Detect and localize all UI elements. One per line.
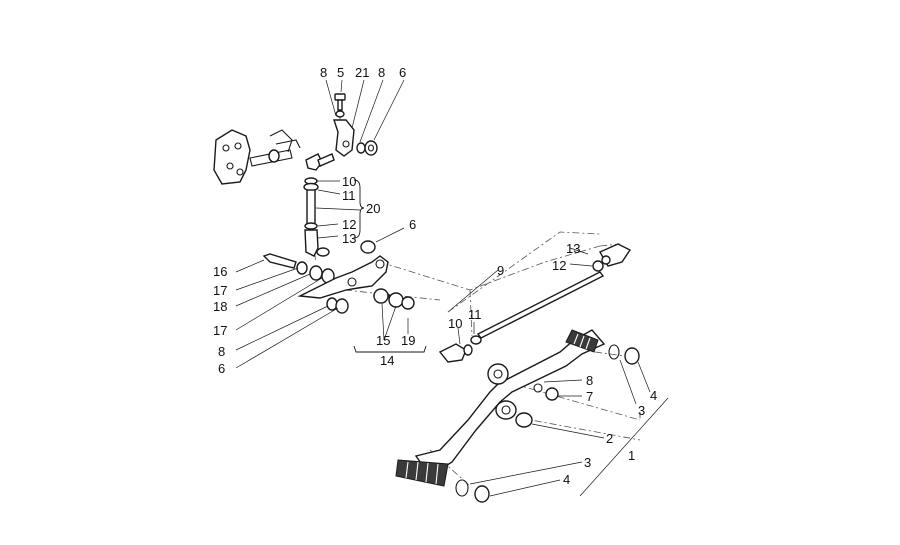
- callout-8: 8: [320, 65, 327, 80]
- callout-20: 20: [366, 201, 380, 216]
- callout-12: 12: [552, 258, 566, 273]
- callout-18: 18: [213, 299, 227, 314]
- callout-13: 13: [342, 231, 356, 246]
- callout-5: 5: [337, 65, 344, 80]
- bushing-part-6-mid: [360, 240, 376, 254]
- callout-15: 15: [376, 333, 390, 348]
- callout-4: 4: [650, 388, 657, 403]
- callout-3: 3: [584, 455, 591, 470]
- callout-12: 12: [342, 217, 356, 232]
- callout-numbers: 8 5 21 8 6 10 11 20 12 13 6 16 17 18 17 …: [213, 65, 657, 487]
- washers-17-18: [296, 261, 335, 284]
- bolt-part-16: [262, 253, 297, 269]
- callout-10: 10: [448, 316, 462, 331]
- lower-nut-8-washer-6: [326, 297, 349, 314]
- bolt-part-5: [334, 93, 346, 111]
- callout-11: 11: [468, 307, 482, 322]
- callout-14: 14: [380, 353, 394, 368]
- gear-lever-main: [414, 329, 606, 477]
- upper-ball-joint: [305, 153, 335, 171]
- callout-21: 21: [355, 65, 369, 80]
- callout-10: 10: [342, 174, 356, 189]
- upper-lever-bracket: [333, 119, 355, 157]
- pivot-bush-2-nut-8-7: [515, 383, 559, 428]
- circlip-and-caps-3-4: [455, 344, 640, 503]
- pivot-lever-arm: [297, 255, 389, 299]
- callout-8: 8: [378, 65, 385, 80]
- callout-11: 11: [342, 188, 356, 203]
- lower-footpeg-rubber: [395, 459, 449, 487]
- callout-17: 17: [213, 323, 227, 338]
- leader-lines: [235, 79, 669, 497]
- callout-2: 2: [606, 431, 613, 446]
- selector-drum-housing: [213, 129, 301, 185]
- linkage-rod-long: [438, 243, 632, 363]
- callout-13: 13: [566, 241, 580, 256]
- callout-9: 9: [497, 263, 504, 278]
- washer-part-21: [335, 110, 345, 118]
- bushings-15-19: [372, 288, 415, 310]
- callout-1: 1: [628, 448, 635, 463]
- bushing-part-6-top: [364, 140, 378, 156]
- callout-8: 8: [586, 373, 593, 388]
- callout-16: 16: [213, 264, 227, 279]
- linkage-rod-vertical: [303, 177, 330, 257]
- nut-part-8-top: [356, 142, 366, 154]
- callout-3: 3: [638, 403, 645, 418]
- callout-19: 19: [401, 333, 415, 348]
- upper-footpeg-rubber: [565, 329, 599, 353]
- callout-4: 4: [563, 472, 570, 487]
- callout-6: 6: [409, 217, 416, 232]
- callout-7: 7: [586, 389, 593, 404]
- callout-6: 6: [399, 65, 406, 80]
- callout-8: 8: [218, 344, 225, 359]
- callout-17: 17: [213, 283, 227, 298]
- callout-6: 6: [218, 361, 225, 376]
